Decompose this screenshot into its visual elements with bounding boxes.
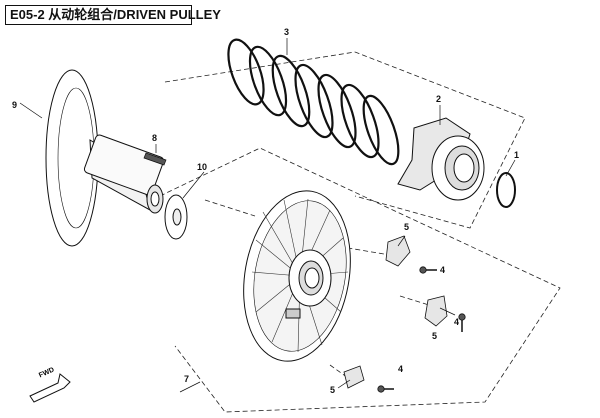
- callout-4-top: 4: [440, 265, 445, 275]
- callout-10: 10: [197, 162, 207, 172]
- callout-1: 1: [514, 150, 519, 160]
- callout-7: 7: [184, 374, 189, 384]
- callout-4-bottom: 4: [398, 364, 403, 374]
- sliding-sheave-part-7: [243, 190, 351, 362]
- circlip-part-1: [496, 172, 516, 208]
- callout-9: 9: [12, 100, 17, 110]
- callout-numbers: 9 8 3 2 1 10 5 4 4 5 4 5 7: [12, 27, 519, 395]
- slider-blocks-part-5: [343, 235, 448, 389]
- callout-8: 8: [152, 133, 157, 143]
- callout-leader-lines: [19, 38, 516, 393]
- callout-5-top: 5: [404, 222, 409, 232]
- fixed-sheave-part-9: [45, 69, 165, 247]
- callout-4-middle: 4: [454, 317, 459, 327]
- key-part-8: [143, 152, 167, 166]
- page-title: E05-2 从动轮组合/DRIVEN PULLEY: [5, 5, 221, 25]
- spring-part-3: [227, 38, 400, 166]
- assembly-leader-lines: [204, 199, 446, 384]
- screws-part-4: [377, 266, 466, 393]
- callout-2: 2: [436, 94, 441, 104]
- callout-5-middle: 5: [432, 331, 437, 341]
- callout-3: 3: [284, 27, 289, 37]
- forward-arrow-icon: [29, 373, 71, 403]
- spring-seat-part-2: [397, 117, 485, 201]
- washer-part-10: [164, 194, 188, 240]
- sliding-sheave-group-outline: [159, 147, 561, 413]
- callout-5-bottom: 5: [330, 385, 335, 395]
